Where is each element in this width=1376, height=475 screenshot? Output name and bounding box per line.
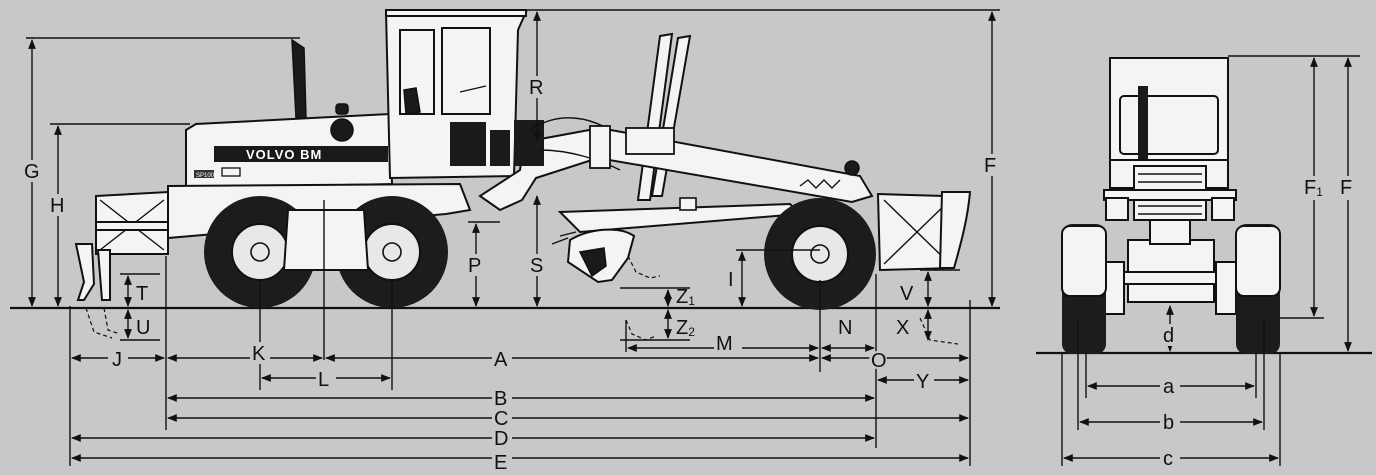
ripper-crossbar [95,221,169,231]
tandem-housing [282,209,370,271]
label-D: D [494,428,508,450]
label-c: c [1163,448,1173,470]
operator-seat [403,87,421,115]
label-U: U [136,317,150,339]
front-light-left [1105,197,1129,221]
label-G: G [24,161,40,183]
axle-hub-right [1215,261,1237,315]
label-d: d [1163,325,1174,347]
cab-window-lower-right [490,130,510,166]
cab-window-lower [450,122,486,166]
lift-bracket [589,125,611,169]
brand-stripe [214,146,388,162]
model-plate-text: SP100 [196,173,215,179]
front-bumper [1103,189,1237,201]
label-B: B [494,388,507,410]
ripper-tine-lowered [85,307,121,339]
label-E: E [494,452,507,474]
front-frame [478,126,874,212]
front-tire-right-face [1235,225,1281,297]
front-headlight [844,160,860,176]
model-plate [194,170,214,178]
hood-grill [221,167,241,177]
front-spring-coils [799,179,841,189]
label-P: P [468,255,481,277]
label-M: M [716,333,733,355]
label-Z2: Z2 [676,317,695,339]
label-Z1: Z1 [676,286,695,308]
cab-window-door [441,27,491,115]
label-L: L [318,369,329,391]
grader-side-view: VOLVO BM SP100 [74,9,972,345]
front-tire-left-face [1061,225,1107,297]
front-exhaust [1138,86,1148,166]
blade-inner [578,247,607,278]
label-F-front: F [1340,177,1352,199]
front-tire [764,198,876,310]
hydraulic-valve-block [514,120,544,166]
steering-wheel [459,85,487,93]
front-frame-member [1149,219,1191,245]
front-windshield [1119,95,1219,155]
label-V: V [900,283,914,305]
label-T: T [136,283,148,305]
exhaust-stack [291,38,307,119]
label-b: b [1163,412,1174,434]
cab-top [385,9,527,17]
blade-arm [551,231,577,245]
side-dimensions [26,9,1000,466]
front-dozer-lowered [919,317,959,345]
front-light-right [1211,197,1235,221]
front-dimensions: F1 F d a b c [1061,55,1360,470]
label-F1: F1 [1304,177,1323,199]
label-O: O [871,350,887,372]
label-H: H [50,195,64,217]
fuel-cap-top [335,103,349,115]
blade-lowered-2 [625,319,657,341]
label-X: X [896,317,909,339]
grader-front-view [1061,57,1281,354]
fuel-cap [330,118,354,142]
label-F: F [984,155,996,177]
side-labels: G H R F P S T U I Z1 Z2 V X N M O Y J K … [22,76,1002,474]
label-A: A [494,349,508,371]
label-S: S [530,255,543,277]
label-I: I [728,269,734,291]
circle-drive [625,127,675,155]
front-dozer-brace [883,199,951,265]
brand-badge: VOLVO BM [246,147,322,162]
ripper-tine-2 [96,249,111,301]
label-K: K [252,343,266,365]
blade-lowered-1 [627,255,661,279]
label-N: N [838,317,852,339]
label-R: R [529,77,543,99]
label-a: a [1163,376,1175,398]
drawbar-ball [679,197,697,211]
label-C: C [494,408,508,430]
label-O-bg [869,351,887,369]
front-dozer-blade [938,191,972,269]
label-Y: Y [916,371,929,393]
label-J: J [112,349,122,371]
ripper-tine-1 [74,243,96,301]
